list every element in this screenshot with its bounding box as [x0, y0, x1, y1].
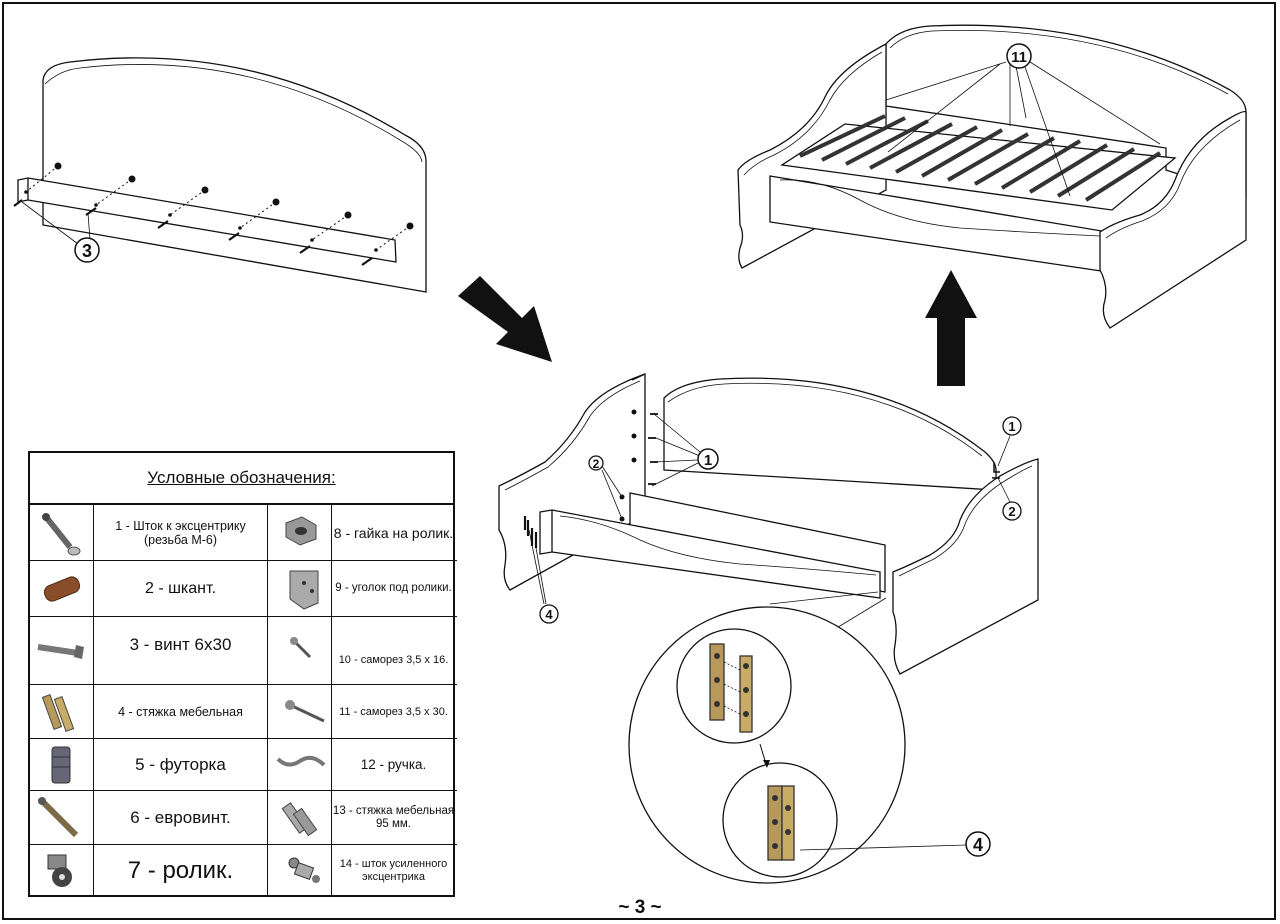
legend-label: 7 - ролик.	[127, 857, 234, 885]
callout-3	[74, 237, 100, 263]
dowel-icon	[30, 561, 94, 617]
callout-1-right-label: 1	[1008, 419, 1015, 434]
callout-4-detail-label: 4	[973, 835, 983, 855]
legend-title: Условные обозначения:	[30, 453, 453, 505]
legend-row: 1 - Шток к эксцентрику (резьба М-6) 8 - …	[30, 505, 457, 561]
legend-label: 13 - стяжка мебельная 95 мм.	[332, 804, 455, 830]
legend-label: 8 - гайка на ролик.	[333, 524, 454, 541]
reinforced-eccentric-rod-icon	[268, 845, 332, 897]
legend-label: 2 - шкант.	[144, 579, 217, 597]
legend-label: 14 - шток усиленного эксцентрика	[339, 858, 448, 883]
legend-label: 10 - саморез 3,5 х 16.	[338, 653, 449, 666]
legend-label: 4 - стяжка мебельная	[118, 704, 243, 719]
callout-4-left-label: 4	[545, 607, 553, 622]
long-self-tapping-screw-icon	[268, 685, 332, 739]
callout-11-label: 11	[1011, 49, 1027, 66]
eccentric-rod-icon	[30, 505, 94, 561]
legend-label: 11 - саморез 3,5 х 30.	[339, 705, 448, 718]
callout-2-right	[1002, 501, 1022, 521]
callout-2-right-label: 2	[1008, 504, 1015, 519]
legend-grid: 1 - Шток к эксцентрику (резьба М-6) 8 - …	[30, 505, 457, 897]
legend-row: 5 - футорка 12 - ручка.	[30, 739, 457, 791]
self-tapping-screw-icon	[268, 617, 332, 685]
callout-2-left-label: 2	[593, 457, 600, 471]
legend-label: 9 - уголок под ролики.	[335, 582, 452, 595]
legend-label: 3 - винт 6х30	[129, 635, 232, 655]
legend-row: 3 - винт 6х30 10 - саморез 3,5 х 16.	[30, 617, 457, 685]
legend-label: 12 - ручка.	[360, 757, 427, 773]
legend-label: 5 - футорка	[135, 755, 226, 775]
callout-11	[1006, 43, 1032, 69]
callout-4-left	[539, 604, 559, 624]
bed-with-slats	[737, 24, 1247, 329]
callout-1-right	[1002, 416, 1022, 436]
legend-row: 7 - ролик. 14 - шток усиленного эксцентр…	[30, 845, 457, 897]
legend-label: 6 - евровинт.	[130, 808, 231, 828]
corner-bracket-icon	[268, 561, 332, 617]
legend-row: 6 - евровинт. 13 - стяжка мебельная 95 м…	[30, 791, 457, 845]
arrow-up-icon	[925, 270, 977, 386]
insert-nut-icon	[30, 739, 94, 791]
callout-2-left	[588, 455, 604, 471]
callout-3-label: 3	[82, 241, 92, 261]
callout-1-left	[697, 448, 719, 470]
coupler-detail-view	[628, 606, 967, 884]
screw-icon	[30, 617, 94, 685]
coupler-95-icon	[268, 791, 332, 845]
headboard-with-rail	[13, 57, 427, 293]
bed-frame-assembly	[498, 373, 1039, 675]
legend-row: 4 - стяжка мебельная 11 - саморез 3,5 х …	[30, 685, 457, 739]
euro-screw-icon	[30, 791, 94, 845]
caster-icon	[30, 845, 94, 897]
legend-label: 1 - Шток к эксцентрику (резьба М-6)	[115, 518, 246, 547]
nut-icon	[268, 505, 332, 561]
legend-column-divider	[267, 505, 268, 897]
page-number: ~ 3 ~	[618, 897, 662, 918]
callout-4-detail	[965, 831, 991, 857]
legend-row: 2 - шкант. 9 - уголок под ролики.	[30, 561, 457, 617]
legend-table: Условные обозначения: 1 - Шток к эксцент…	[28, 451, 457, 897]
callout-1-left-label: 1	[704, 452, 712, 469]
furniture-coupler-icon	[30, 685, 94, 739]
handle-icon	[268, 739, 332, 791]
arrow-down-right-icon	[458, 276, 552, 362]
